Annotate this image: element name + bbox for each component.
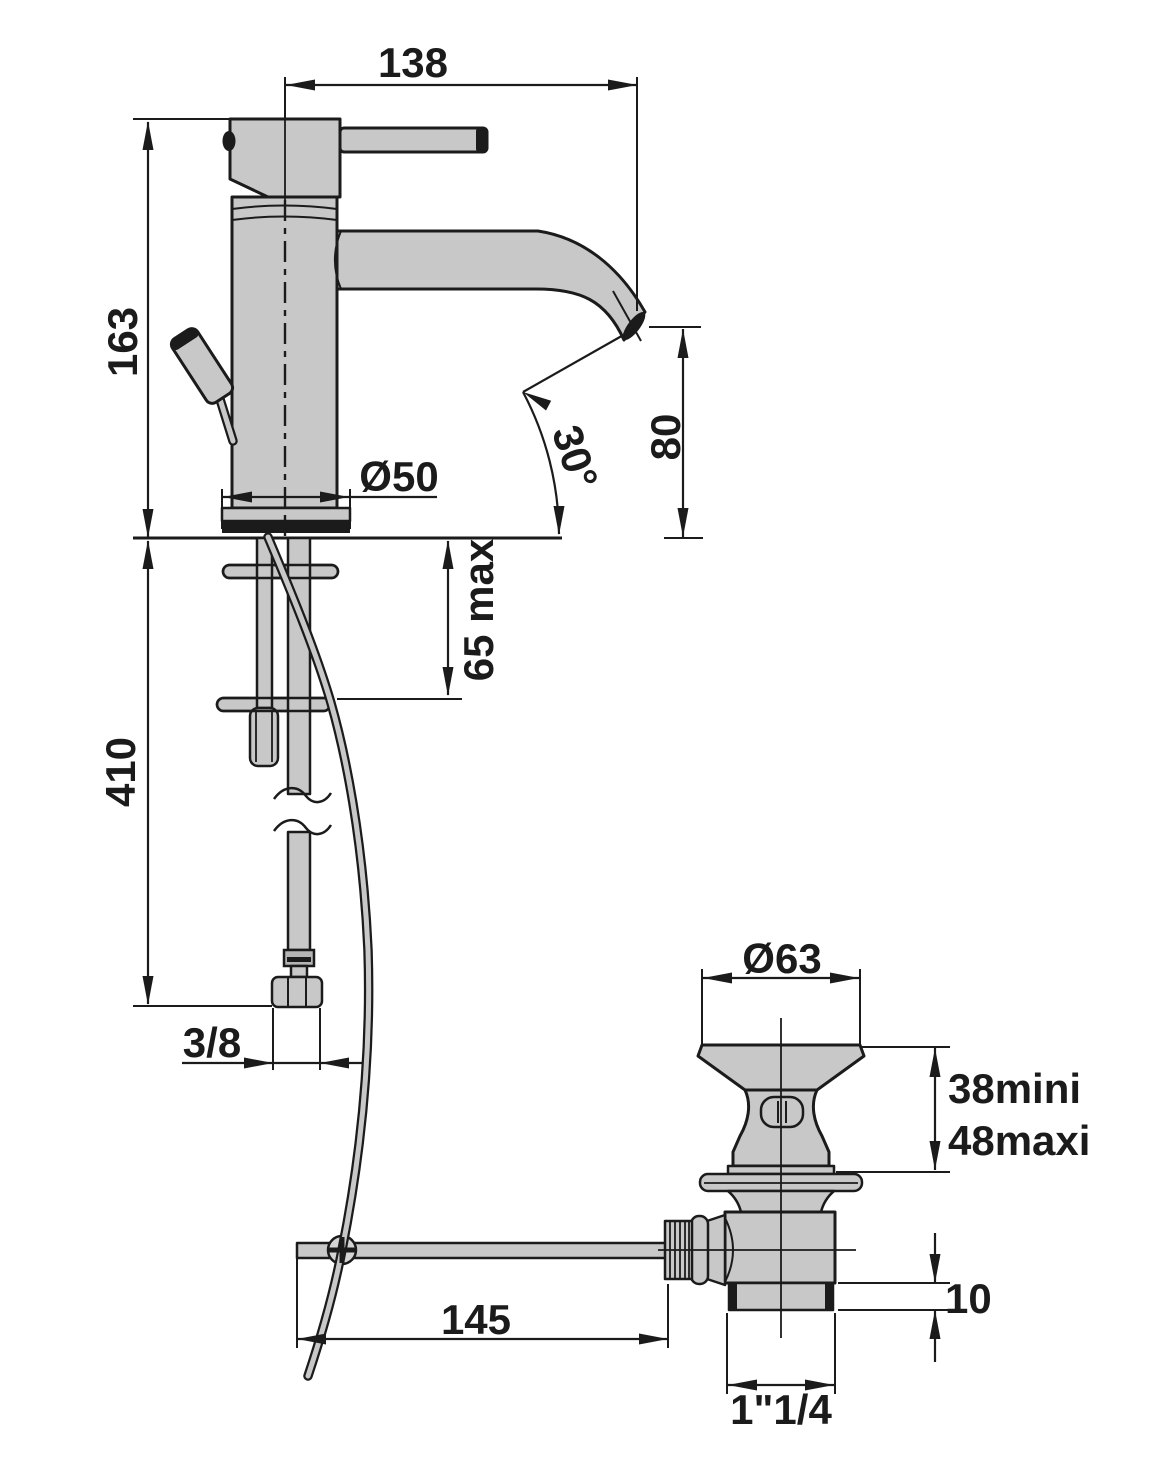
- pop-up-waste: [663, 1043, 866, 1312]
- threaded-stud: [255, 536, 274, 710]
- set-screw: [222, 131, 236, 151]
- supply-hose-lower: [286, 830, 312, 952]
- dim-label-o50: Ø50: [359, 453, 438, 500]
- dim-label-10: 10: [945, 1275, 992, 1322]
- waste-slot-lines: [777, 1101, 787, 1123]
- pull-rod-knob-cap: [170, 327, 199, 350]
- dim-spout-reach-138: 138: [284, 39, 638, 311]
- dim-label-30deg: 30°: [543, 419, 607, 494]
- waste-overflow-slot: [759, 1095, 805, 1129]
- hose-break-wave: [272, 818, 333, 836]
- base-gasket: [222, 521, 350, 533]
- dim-waste-depth-38-48: 38mini 48maxi: [836, 1046, 1090, 1173]
- dim-label-48maxi: 48maxi: [948, 1117, 1090, 1164]
- dim-label-163: 163: [99, 307, 146, 377]
- waste-body: [723, 1210, 837, 1285]
- pull-rod-stem-fill: [216, 393, 236, 444]
- dim-label-3-8: 3/8: [183, 1019, 241, 1066]
- outlet-plane-line: [612, 290, 642, 342]
- dim-label-1-1-4: 1"1/4: [730, 1386, 832, 1433]
- spout-joint-line: [334, 230, 342, 290]
- mounting-nut-facets: [255, 712, 273, 762]
- tailpiece-thread-left: [729, 1283, 737, 1310]
- dim-waste-diameter-63: Ø63: [701, 935, 861, 1044]
- dim-spout-height-80: 80: [642, 326, 703, 539]
- under-counter-assembly: [215, 532, 669, 1381]
- dim-body-height-163: 163: [99, 118, 231, 538]
- dim-label-145: 145: [441, 1296, 511, 1343]
- hose-ferrule-band: [287, 957, 311, 962]
- dim-spout-angle-30: 30°: [520, 328, 635, 535]
- handle-lever: [338, 126, 489, 154]
- dim-waste-thread-1-1-4: 1"1/4: [726, 1313, 836, 1433]
- pop-up-pull-rod: [169, 327, 238, 446]
- dim-hose-thread-3-8: 3/8: [182, 1008, 363, 1070]
- dim-hose-length-410: 410: [97, 540, 272, 1007]
- spout: [335, 229, 647, 342]
- dim-label-o63: Ø63: [742, 935, 821, 982]
- dim-label-65max: 65 max: [455, 538, 502, 681]
- dim-rod-length-145: 145: [296, 1258, 669, 1348]
- tailpiece-thread-right: [825, 1283, 833, 1310]
- hex-nut-3-8: [270, 975, 324, 1009]
- handle-end-cap: [476, 128, 487, 152]
- dim-tailpiece-10: 10: [838, 1233, 992, 1362]
- supply-hose-upper: [286, 536, 312, 796]
- dim-deck-max-65: 65 max: [337, 538, 502, 700]
- dim-base-diameter-50: Ø50: [221, 453, 439, 529]
- mounting-nut: [248, 706, 280, 768]
- hex-nut-facets: [287, 977, 307, 1007]
- ball-joint-cross: [329, 1237, 355, 1263]
- dim-label-410: 410: [97, 737, 144, 807]
- hose-neck: [289, 964, 309, 979]
- dim-label-138: 138: [378, 39, 448, 86]
- centerlines: [283, 119, 856, 1338]
- dim-label-38mini: 38mini: [948, 1065, 1081, 1112]
- hose-break-wave: [272, 786, 333, 804]
- pop-up-cable-fill: [265, 534, 372, 1379]
- dimensions: 138 163 Ø50 30° 80: [97, 39, 1090, 1433]
- dim-label-80: 80: [642, 414, 689, 461]
